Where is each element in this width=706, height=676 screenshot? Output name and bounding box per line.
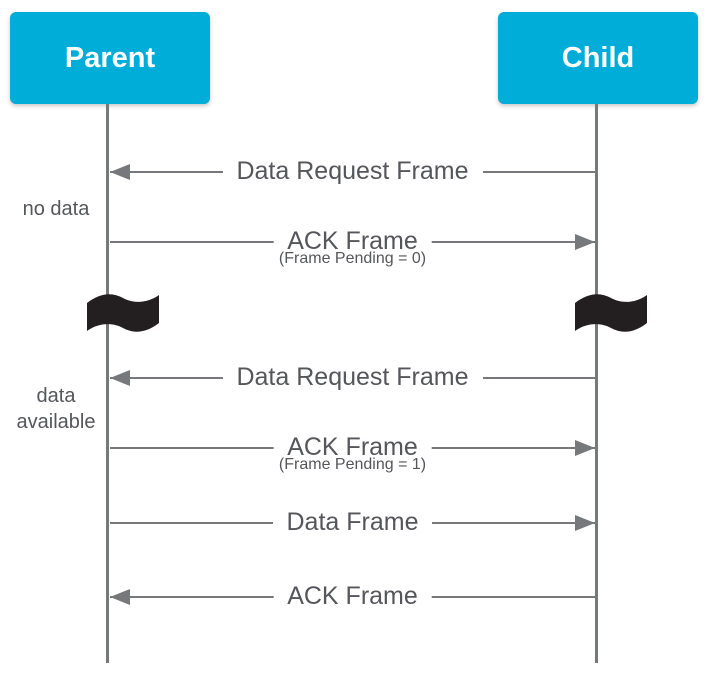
arrowhead-right-icon [575, 440, 595, 456]
arrowhead-left-icon [110, 370, 130, 386]
flag-icon [572, 291, 650, 335]
actor-child: Child [498, 12, 698, 104]
side-note-data-available: data available [16, 385, 96, 433]
actor-parent: Parent [10, 12, 210, 104]
message-data-frame: Data Frame [108, 503, 597, 543]
arrowhead-right-icon [575, 234, 595, 250]
actor-parent-label: Parent [64, 41, 156, 74]
message-label: Data Request Frame [222, 152, 483, 190]
arrowhead-right-icon [575, 515, 595, 531]
message-label: Data Request Frame [222, 358, 483, 396]
flag-icon [84, 291, 162, 335]
arrowhead-left-icon [110, 589, 130, 605]
arrowhead-left-icon [110, 164, 130, 180]
actor-child-label: Child [561, 41, 635, 74]
message-sublabel: (Frame Pending = 0) [272, 250, 433, 268]
message-data-request-2: Data Request Frame [108, 358, 597, 398]
message-label: ACK Frame [273, 577, 432, 615]
message-ack-3: ACK Frame [108, 577, 597, 617]
message-sublabel: (Frame Pending = 1) [272, 456, 433, 474]
message-label: Data Frame [272, 503, 433, 541]
lifeline-child [595, 104, 598, 663]
lifeline-parent [106, 104, 109, 663]
message-ack-2: ACK Frame (Frame Pending = 1) [108, 428, 597, 474]
side-note-no-data: no data [22, 198, 90, 220]
message-data-request-1: Data Request Frame [108, 152, 597, 192]
message-ack-1: ACK Frame (Frame Pending = 0) [108, 222, 597, 268]
